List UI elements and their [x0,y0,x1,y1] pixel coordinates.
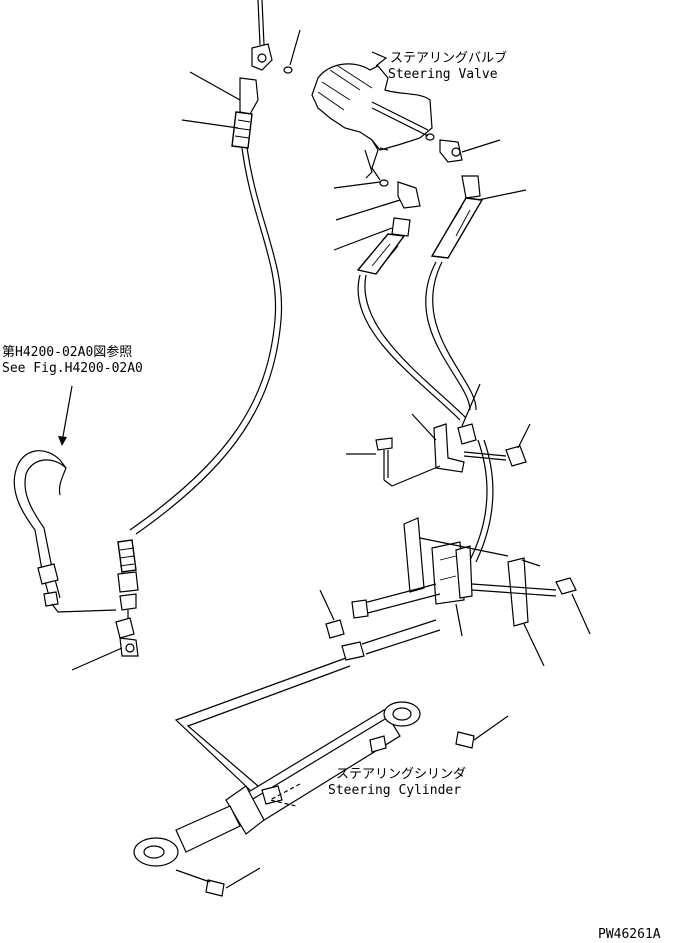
see-fig-label-en: See Fig.H4200-02A0 [2,361,143,376]
steering-valve-label-jp: ステアリングバルブ [390,50,507,66]
leader-lines [58,29,591,889]
labels: ステアリングバルブ Steering Valve 第H4200-02A0図参照 … [2,50,661,942]
clamp-bracket [375,423,527,487]
steering-cylinder [133,657,475,897]
steering-valve-label-en: Steering Valve [388,67,498,82]
hose-lines [129,0,494,563]
valve-fittings [231,43,484,275]
steering-cylinder-label-en: Steering Cylinder [328,783,461,798]
drawing-code: PW46261A [598,927,661,942]
steering-cylinder-label-jp: ステアリングシリンダ [336,767,466,782]
lower-clamp [325,517,577,661]
steering-valve [311,63,433,181]
see-fig-label-jp: 第H4200-02A0図参照 [2,344,132,360]
left-tube-assembly [13,450,139,657]
